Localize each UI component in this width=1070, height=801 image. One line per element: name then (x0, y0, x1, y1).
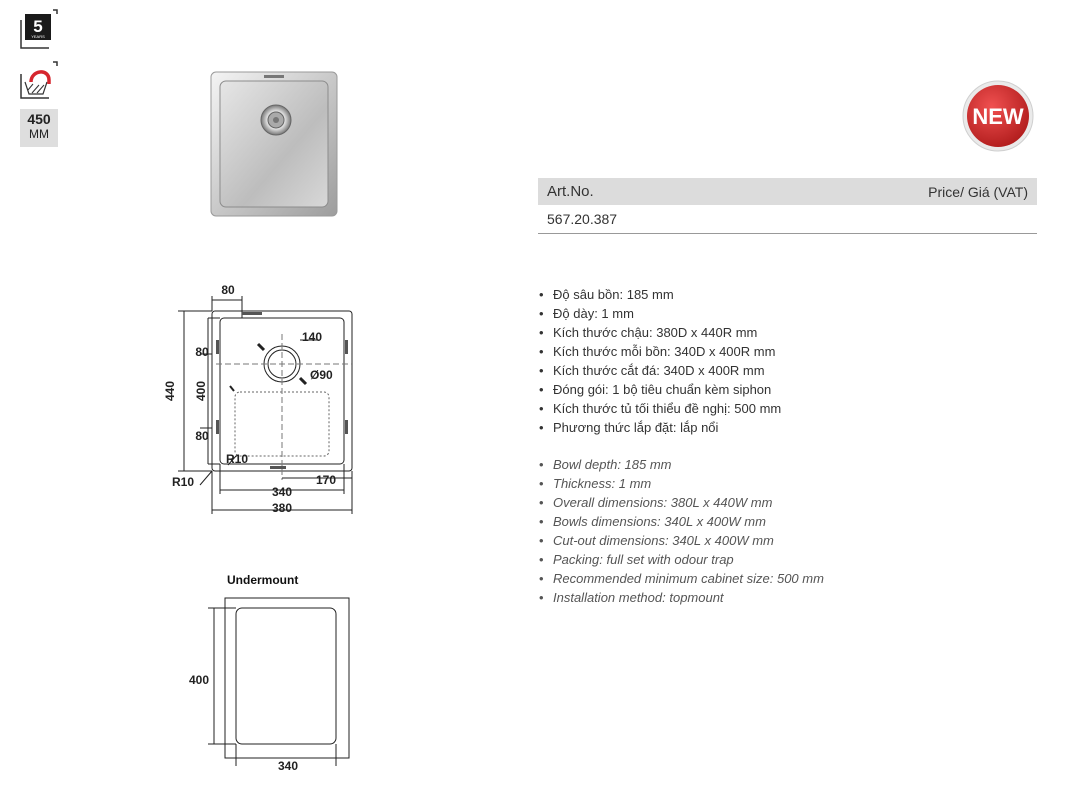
bowl-size-badge: 450 MM (20, 109, 58, 147)
dim-total-width: 380 (272, 501, 292, 515)
specs-english: Bowl depth: 185 mm Thickness: 1 mm Overa… (538, 455, 824, 607)
art-number: 567.20.387 (547, 211, 618, 227)
art-no-label: Art.No. (547, 183, 594, 200)
spec-vi-item: Phương thức lắp đặt: lắp nổi (538, 418, 781, 437)
spec-en-item: Bowl depth: 185 mm (538, 455, 824, 474)
product-photo (210, 71, 338, 217)
dim-bowl-width: 340 (272, 485, 292, 499)
dim-top-offset: 80 (221, 283, 235, 297)
technical-drawing: 80 440 400 80 80 140 Ø90 R10 R10 340 170… (160, 280, 360, 520)
spec-en-item: Overall dimensions: 380L x 440W mm (538, 493, 824, 512)
spec-vi-item: Kích thước cắt đá: 340D x 400R mm (538, 361, 781, 380)
spec-en-item: Recommended minimum cabinet size: 500 mm (538, 569, 824, 588)
spec-vi-item: Đóng gói: 1 bộ tiêu chuẩn kèm siphon (538, 380, 781, 399)
new-label: NEW (972, 104, 1024, 129)
spec-en-item: Thickness: 1 mm (538, 474, 824, 493)
spec-en-item: Bowls dimensions: 340L x 400W mm (538, 512, 824, 531)
dim-drain-diameter: Ø90 (310, 368, 333, 382)
warranty-icon: 5 YEARS (19, 8, 59, 50)
undermount-title: Undermount (227, 573, 299, 587)
price-label: Price/ Giá (VAT) (928, 184, 1028, 200)
undermount-height: 400 (189, 673, 209, 687)
dim-bottom-margin: 80 (195, 429, 209, 443)
undermount-width: 340 (278, 759, 298, 773)
dim-bowl-height: 400 (194, 381, 208, 401)
spec-en-item: Installation method: topmount (538, 588, 824, 607)
spec-en-item: Cut-out dimensions: 340L x 400W mm (538, 531, 824, 550)
dim-top-margin: 80 (195, 345, 209, 359)
size-unit: MM (29, 127, 49, 141)
article-header: Art.No. Price/ Giá (VAT) (538, 178, 1037, 205)
warranty-years: 5 (33, 17, 42, 36)
spec-en-item: Packing: full set with odour trap (538, 550, 824, 569)
specs-vietnamese: Độ sâu bồn: 185 mm Độ dày: 1 mm Kích thư… (538, 285, 781, 437)
dim-inner-radius: R10 (226, 452, 248, 466)
new-badge: NEW (962, 80, 1034, 152)
dim-drain-offset: 140 (302, 330, 322, 344)
size-number: 450 (27, 111, 51, 127)
dim-total-height: 440 (163, 381, 177, 401)
spec-vi-item: Kích thước chậu: 380D x 440R mm (538, 323, 781, 342)
spec-vi-item: Kích thước mỗi bồn: 340D x 400R mm (538, 342, 781, 361)
spec-vi-item: Kích thước tủ tối thiểu đề nghị: 500 mm (538, 399, 781, 418)
dim-outer-radius: R10 (172, 475, 194, 489)
spec-vi-item: Độ sâu bồn: 185 mm (538, 285, 781, 304)
undermount-drawing: 400 340 (180, 590, 360, 780)
warranty-caption: YEARS (31, 34, 45, 39)
dim-right-offset: 170 (316, 473, 336, 487)
article-row: 567.20.387 (538, 205, 1037, 234)
sink-overflow-icon (19, 60, 59, 100)
spec-vi-item: Độ dày: 1 mm (538, 304, 781, 323)
